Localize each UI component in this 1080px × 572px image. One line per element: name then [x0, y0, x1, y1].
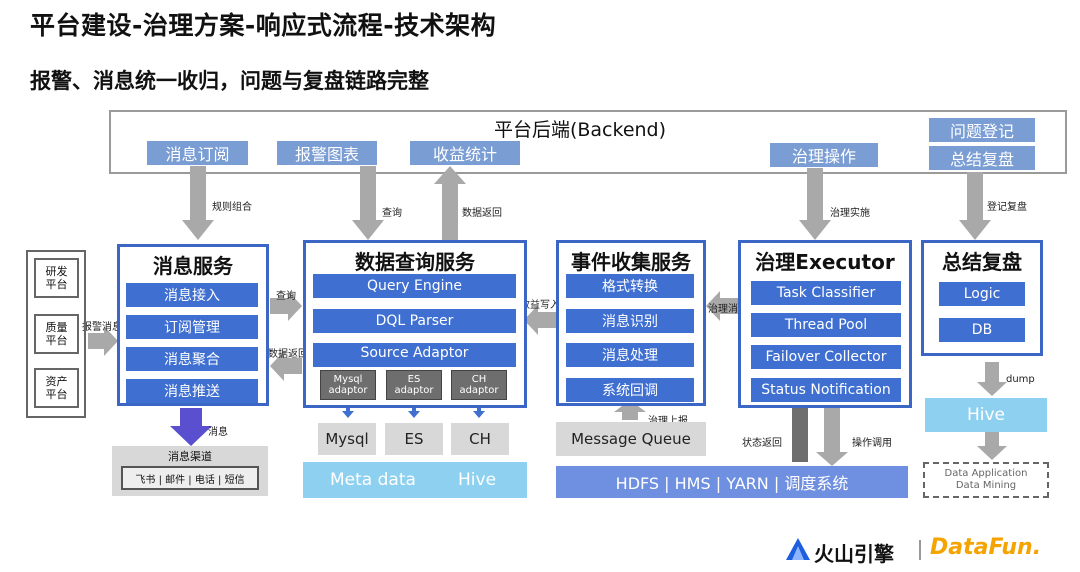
label-query2: 查询 — [276, 291, 296, 302]
chip-issue-register: 问题登记 — [929, 118, 1035, 142]
arrow-es-adaptor — [408, 402, 420, 418]
label-gov-msg: 治理消息 — [708, 304, 748, 315]
chip-summary: 总结复盘 — [929, 146, 1035, 170]
label-data-return2: 数据返回 — [268, 349, 308, 360]
label-data-return: 数据返回 — [462, 208, 502, 219]
dql-parser: DQL Parser — [313, 309, 516, 333]
arrow-message — [170, 408, 212, 446]
event-service-title: 事件收集服务 — [571, 250, 691, 274]
arrow-revenue-write — [524, 305, 556, 335]
ch-adaptor: CH adaptor — [451, 370, 507, 400]
arrow-gov-msg — [706, 291, 740, 321]
brand-divider — [919, 540, 921, 560]
evt-callback: 系统回调 — [566, 378, 694, 402]
thread-pool: Thread Pool — [751, 313, 901, 337]
source-quality-platform: 质量 平台 — [34, 314, 79, 354]
chip-subscribe: 消息订阅 — [147, 141, 248, 165]
label-rule-combine: 规则组合 — [212, 202, 252, 213]
evt-process: 消息处理 — [566, 343, 694, 367]
backend-box — [109, 110, 1067, 174]
store-mysql: Mysql — [318, 423, 376, 455]
arrow-alert-msg — [88, 326, 118, 356]
arrow-gov-apply — [799, 168, 831, 240]
infra-bar: HDFS | HMS | YARN | 调度系统 — [556, 466, 908, 498]
meta-data-label: Meta data — [330, 470, 416, 490]
review-title: 总结复盘 — [942, 250, 1022, 274]
backend-title: 平台后端(Backend) — [493, 119, 667, 141]
arrow-hive-app — [977, 432, 1007, 460]
source-asset-platform: 资产 平台 — [34, 368, 79, 408]
page-subtitle: 报警、消息统一收归，问题与复盘链路完整 — [30, 69, 429, 93]
channels-title: 消息渠道 — [168, 450, 212, 463]
store-es: ES — [385, 423, 443, 455]
page-title: 平台建设-治理方案-响应式流程-技术架构 — [30, 11, 497, 40]
arrow-dump — [977, 362, 1007, 396]
message-queue: Message Queue — [556, 422, 706, 456]
arrow-data-return-up — [434, 166, 466, 240]
query-service-title: 数据查询服务 — [355, 250, 475, 274]
arrow-query-right — [270, 291, 302, 321]
es-adaptor: ES adaptor — [386, 370, 442, 400]
review-logic: Logic — [939, 282, 1025, 306]
data-application: Data Application Data Mining — [923, 462, 1049, 498]
arrow-gov-report — [614, 400, 646, 420]
arrow-mysql-adaptor — [342, 402, 354, 418]
label-query: 查询 — [382, 208, 402, 219]
label-revenue-write: 收益写入 — [520, 300, 560, 311]
msg-push: 消息推送 — [126, 379, 258, 403]
msg-subscription: 订阅管理 — [126, 315, 258, 339]
label-gov-report: 治理上报 — [648, 412, 688, 427]
arrow-rule-combine — [182, 166, 214, 240]
source-rd-platform: 研发 平台 — [34, 258, 79, 298]
hive-right: Hive — [925, 398, 1047, 432]
label-status-return: 状态返回 — [742, 438, 782, 449]
source-adaptor: Source Adaptor — [313, 343, 516, 367]
brand-volc: 火山引擎 — [814, 542, 894, 566]
label-alert-msg: 报警消息 — [82, 322, 122, 333]
label-op-call: 操作调用 — [852, 438, 892, 449]
label-dump: dump — [1006, 374, 1035, 385]
msg-access: 消息接入 — [126, 283, 258, 307]
msg-aggregation: 消息聚合 — [126, 347, 258, 371]
hive-left-label: Hive — [458, 470, 497, 490]
meta-hive-bar — [303, 462, 527, 498]
arrow-query-down — [352, 166, 384, 240]
chip-revenue: 收益统计 — [410, 141, 520, 165]
arrow-data-return-left — [270, 351, 302, 381]
status-notification: Status Notification — [751, 378, 901, 402]
arrow-ch-adaptor — [473, 402, 485, 418]
chip-gov-op: 治理操作 — [770, 143, 878, 167]
label-register-review: 登记复盘 — [987, 202, 1027, 213]
arrow-op-call — [816, 408, 848, 466]
sources-frame — [26, 250, 86, 418]
store-ch: CH — [451, 423, 509, 455]
evt-identify: 消息识别 — [566, 309, 694, 333]
query-engine: Query Engine — [313, 274, 516, 298]
chip-alert-chart: 报警图表 — [277, 141, 377, 165]
failover-collector: Failover Collector — [751, 345, 901, 369]
message-service-title: 消息服务 — [153, 254, 233, 278]
task-classifier: Task Classifier — [751, 281, 901, 305]
arrow-register-review — [959, 172, 991, 240]
label-gov-apply: 治理实施 — [830, 208, 870, 219]
volcano-logo-icon — [786, 538, 810, 560]
label-message: 消息 — [208, 427, 228, 438]
channels-list: 飞书 | 邮件 | 电话 | 短信 — [121, 466, 259, 490]
evt-format: 格式转换 — [566, 274, 694, 298]
executor-title: 治理Executor — [755, 250, 895, 274]
review-db: DB — [939, 318, 1025, 342]
brand-datafun: DataFun. — [930, 535, 1042, 560]
mysql-adaptor: Mysql adaptor — [320, 370, 376, 400]
